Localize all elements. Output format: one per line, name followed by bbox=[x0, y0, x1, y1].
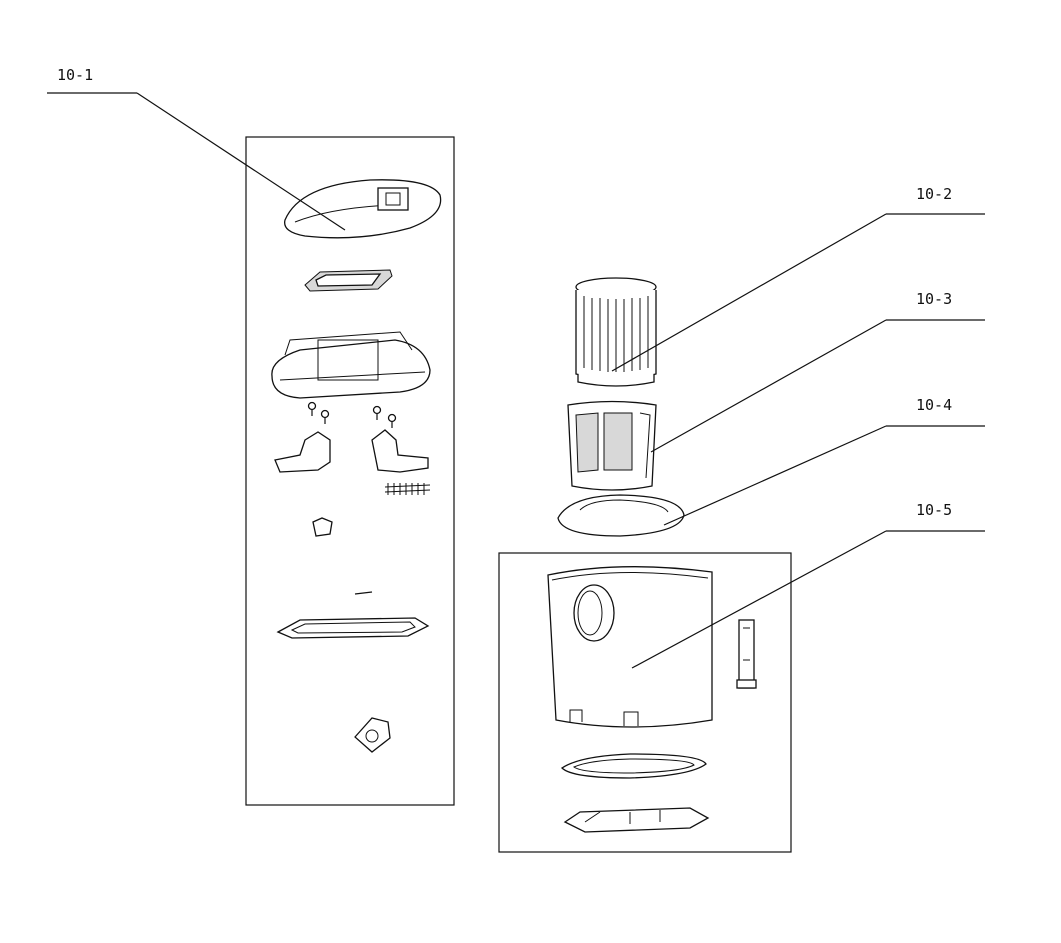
part-latches bbox=[274, 429, 431, 495]
leader-10-2 bbox=[611, 213, 887, 372]
part-bin-gasket bbox=[560, 753, 707, 779]
label-10-2: 10-2 bbox=[916, 185, 952, 203]
part-gasket bbox=[276, 617, 430, 639]
leader-10-4 bbox=[663, 425, 887, 526]
part-side-latch bbox=[736, 619, 757, 689]
part-filter-plate bbox=[304, 269, 393, 292]
part-top-cover bbox=[284, 179, 442, 239]
part-hepa-filter bbox=[575, 277, 657, 387]
part-screws bbox=[307, 401, 397, 428]
part-pin bbox=[354, 591, 373, 595]
part-housing bbox=[271, 331, 431, 399]
leader-10-5 bbox=[631, 530, 887, 669]
group-box-right bbox=[498, 552, 792, 853]
part-base-ring bbox=[557, 494, 685, 537]
part-release-button bbox=[354, 717, 391, 753]
part-clip bbox=[312, 517, 333, 537]
label-10-5: 10-5 bbox=[916, 501, 952, 519]
leader-10-3 bbox=[650, 319, 887, 453]
label-10-1: 10-1 bbox=[57, 66, 93, 84]
label-10-4: 10-4 bbox=[916, 396, 952, 414]
part-dust-bin bbox=[547, 566, 713, 728]
part-bin-lid bbox=[563, 807, 710, 833]
group-box-left bbox=[245, 136, 455, 806]
label-10-3: 10-3 bbox=[916, 290, 952, 308]
part-filter-cage bbox=[567, 400, 657, 491]
